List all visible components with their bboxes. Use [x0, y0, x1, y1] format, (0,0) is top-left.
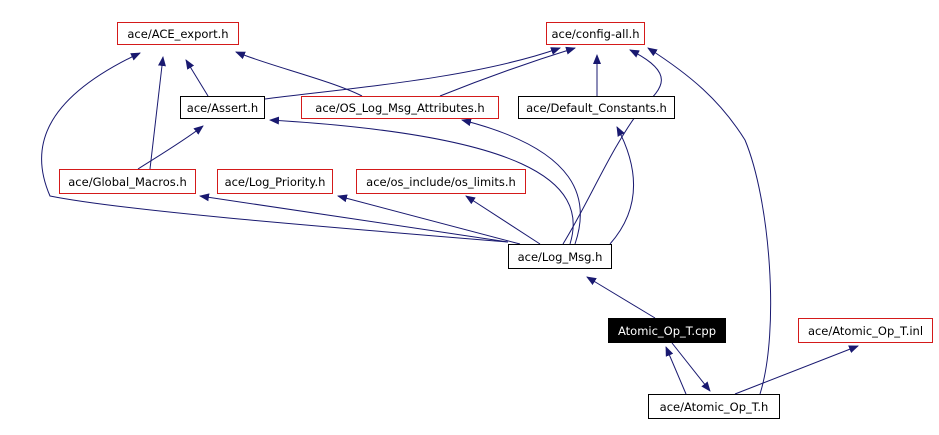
- node-os-limits-h[interactable]: ace/os_include/os_limits.h: [356, 169, 526, 194]
- edge-atomic-cpp-to-atomic-h: [671, 342, 711, 392]
- node-log-msg-h[interactable]: ace/Log_Msg.h: [508, 244, 612, 269]
- edge-log-msg-to-config-all: [562, 49, 662, 245]
- edge-log-msg-to-os-limits: [465, 195, 541, 245]
- edge-log-msg-to-ace-export: [41, 52, 509, 243]
- edge-global-macros-to-assert: [137, 125, 204, 170]
- edge-log-msg-to-log-priority: [337, 194, 521, 245]
- node-atomic-op-t-inl[interactable]: ace/Atomic_Op_T.inl: [798, 318, 933, 343]
- node-assert-h[interactable]: ace/Assert.h: [180, 96, 265, 119]
- node-global-macros-h[interactable]: ace/Global_Macros.h: [59, 169, 196, 194]
- edge-atomic-h-to-atomic-inl: [734, 345, 859, 395]
- edge-log-msg-to-os-log-msg-attr: [461, 118, 581, 245]
- node-config-all-h[interactable]: ace/config-all.h: [546, 22, 645, 45]
- edge-log-msg-to-assert: [269, 116, 574, 245]
- node-atomic-op-t-cpp[interactable]: Atomic_Op_T.cpp: [608, 318, 726, 343]
- edge-log-msg-to-global-macros: [199, 193, 509, 243]
- edge-os-log-msg-attr-to-config-all: [439, 46, 576, 97]
- edge-atomic-h-to-atomic-cpp: [665, 346, 687, 395]
- node-default-constants-h[interactable]: ace/Default_Constants.h: [518, 96, 675, 119]
- edge-atomic-cpp-to-log-msg: [586, 276, 656, 319]
- edge-os-log-msg-attr-to-ace-export: [235, 51, 363, 97]
- edge-assert-to-ace-export: [185, 59, 209, 97]
- edge-assert-to-config-all: [264, 47, 561, 100]
- node-os-log-msg-attributes-h[interactable]: ace/OS_Log_Msg_Attributes.h: [301, 96, 499, 119]
- node-ace-export-h[interactable]: ace/ACE_export.h: [117, 22, 239, 45]
- node-log-priority-h[interactable]: ace/Log_Priority.h: [217, 169, 333, 194]
- edge-log-msg-to-default-constants: [609, 126, 634, 245]
- edge-atomic-h-to-config-all: [647, 47, 772, 395]
- edge-global-macros-to-ace-export: [149, 56, 166, 170]
- node-atomic-op-t-h[interactable]: ace/Atomic_Op_T.h: [648, 394, 780, 419]
